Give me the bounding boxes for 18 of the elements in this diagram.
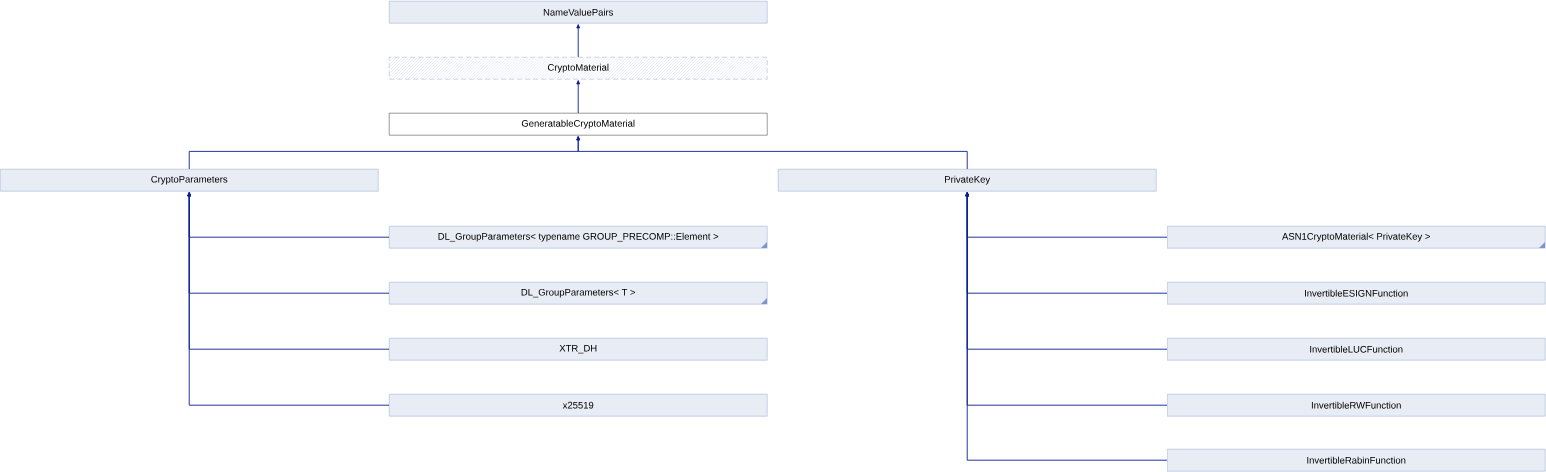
class-box: InvertibleESIGNFunction: [1167, 282, 1546, 305]
class-box: PrivateKey: [778, 169, 1157, 192]
class-box: x25519: [389, 394, 768, 417]
arrow: [576, 136, 968, 170]
class-box: InvertibleRabinFunction: [1167, 449, 1546, 472]
class-box: CryptoParameters: [0, 169, 379, 192]
class-box: GeneratableCryptoMaterial: [389, 113, 768, 136]
class-box: XTR_DH: [389, 338, 768, 361]
arrow: [965, 192, 1168, 461]
arrow: [187, 192, 390, 406]
class-box: ASN1CryptoMaterial< PrivateKey >: [1167, 226, 1546, 249]
arrow: [576, 80, 581, 114]
class-box: DL_GroupParameters< T >: [389, 282, 768, 305]
class-box: InvertibleLUCFunction: [1167, 338, 1546, 361]
class-box: NameValuePairs: [389, 1, 768, 24]
arrow: [576, 24, 581, 58]
class-box: InvertibleRWFunction: [1167, 394, 1546, 417]
class-box: DL_GroupParameters< typename GROUP_PRECOMP::Element >: [389, 226, 768, 249]
